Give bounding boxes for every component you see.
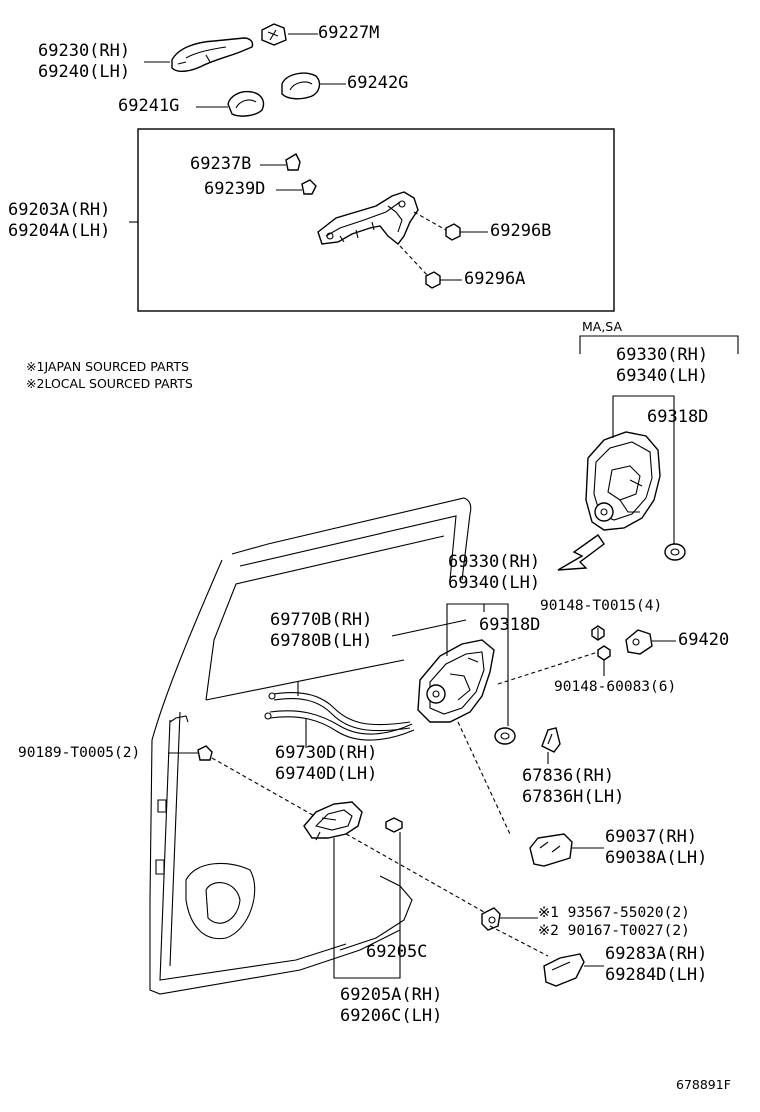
label-93567: ※1 93567-55020(2): [538, 905, 690, 921]
screw-69205c-drawing: [385, 817, 403, 833]
cable-drawing: [264, 691, 415, 741]
label-90148-t0015: 90148-T0015(4): [540, 598, 663, 614]
clip-90189-drawing: [197, 745, 213, 761]
washer-top-drawing: [664, 543, 686, 561]
label-69330-top: 69330(RH)69340(LH): [616, 345, 709, 386]
label-90167: ※2 90167-T0027(2): [538, 923, 690, 939]
label-69420: 69420: [678, 630, 730, 650]
label-69242g: 69242G: [347, 73, 409, 93]
clip-69239d-drawing: [301, 179, 317, 195]
door-lock-top-drawing: [585, 431, 661, 531]
outside-handle-drawing: [171, 37, 254, 73]
guide-69037-drawing: [529, 833, 573, 867]
pad-front-drawing: [227, 90, 265, 117]
frame-assembly-drawing: [317, 191, 419, 245]
label-69205c: 69205C: [366, 942, 428, 962]
screw-93567-drawing: [481, 907, 501, 931]
label-69318d-mid: 69318D: [479, 615, 541, 635]
label-69237b: 69237B: [190, 154, 252, 174]
label-69283a: 69283A(RH)69284D(LH): [605, 944, 708, 985]
frame-box: [137, 128, 615, 312]
diagram-id: 678891F: [676, 1077, 731, 1092]
label-69730d: 69730D(RH)69740D(LH): [275, 743, 378, 784]
door-lock-mid-drawing: [417, 639, 495, 723]
label-69241g: 69241G: [118, 96, 180, 116]
label-67836: 67836(RH)67836H(LH): [522, 766, 625, 807]
bezel-69283a-drawing: [543, 953, 585, 987]
label-69330-mid: 69330(RH)69340(LH): [448, 552, 541, 593]
direction-arrow: [557, 534, 605, 571]
label-69205a: 69205A(RH)69206C(LH): [340, 985, 443, 1026]
inside-handle-drawing: [303, 801, 363, 841]
label-69037: 69037(RH)69038A(LH): [605, 827, 708, 868]
pad-rear-drawing: [281, 72, 321, 100]
label-69770b: 69770B(RH)69780B(LH): [270, 610, 373, 651]
screw-60083-drawing: [597, 645, 611, 661]
label-90148-60083: 90148-60083(6): [554, 679, 677, 695]
door-panel-drawing: [149, 497, 472, 995]
label-69203a: 69203A(RH)69204A(LH): [8, 200, 111, 241]
label-69227m: 69227M: [318, 23, 380, 43]
label-69296a: 69296A: [464, 269, 526, 289]
bolt-69296a-drawing: [425, 271, 441, 289]
handle-cap-drawing: [261, 23, 287, 46]
label-69318d-top: 69318D: [647, 407, 709, 427]
label-69230: 69230(RH)69240(LH): [38, 41, 131, 82]
washer-mid-drawing: [494, 727, 516, 745]
bracket-67836-drawing: [541, 727, 561, 753]
label-69296b: 69296B: [490, 221, 552, 241]
note-japan: ※1JAPAN SOURCED PARTS: [26, 359, 189, 374]
group-label: MA,SA: [582, 319, 623, 334]
note-local: ※2LOCAL SOURCED PARTS: [26, 376, 193, 391]
label-69239d: 69239D: [204, 179, 266, 199]
label-90189: 90189-T0005(2): [18, 745, 141, 761]
bolt-69296b-drawing: [445, 223, 461, 241]
striker-drawing: [625, 629, 653, 655]
clip-69237b-drawing: [285, 153, 301, 171]
